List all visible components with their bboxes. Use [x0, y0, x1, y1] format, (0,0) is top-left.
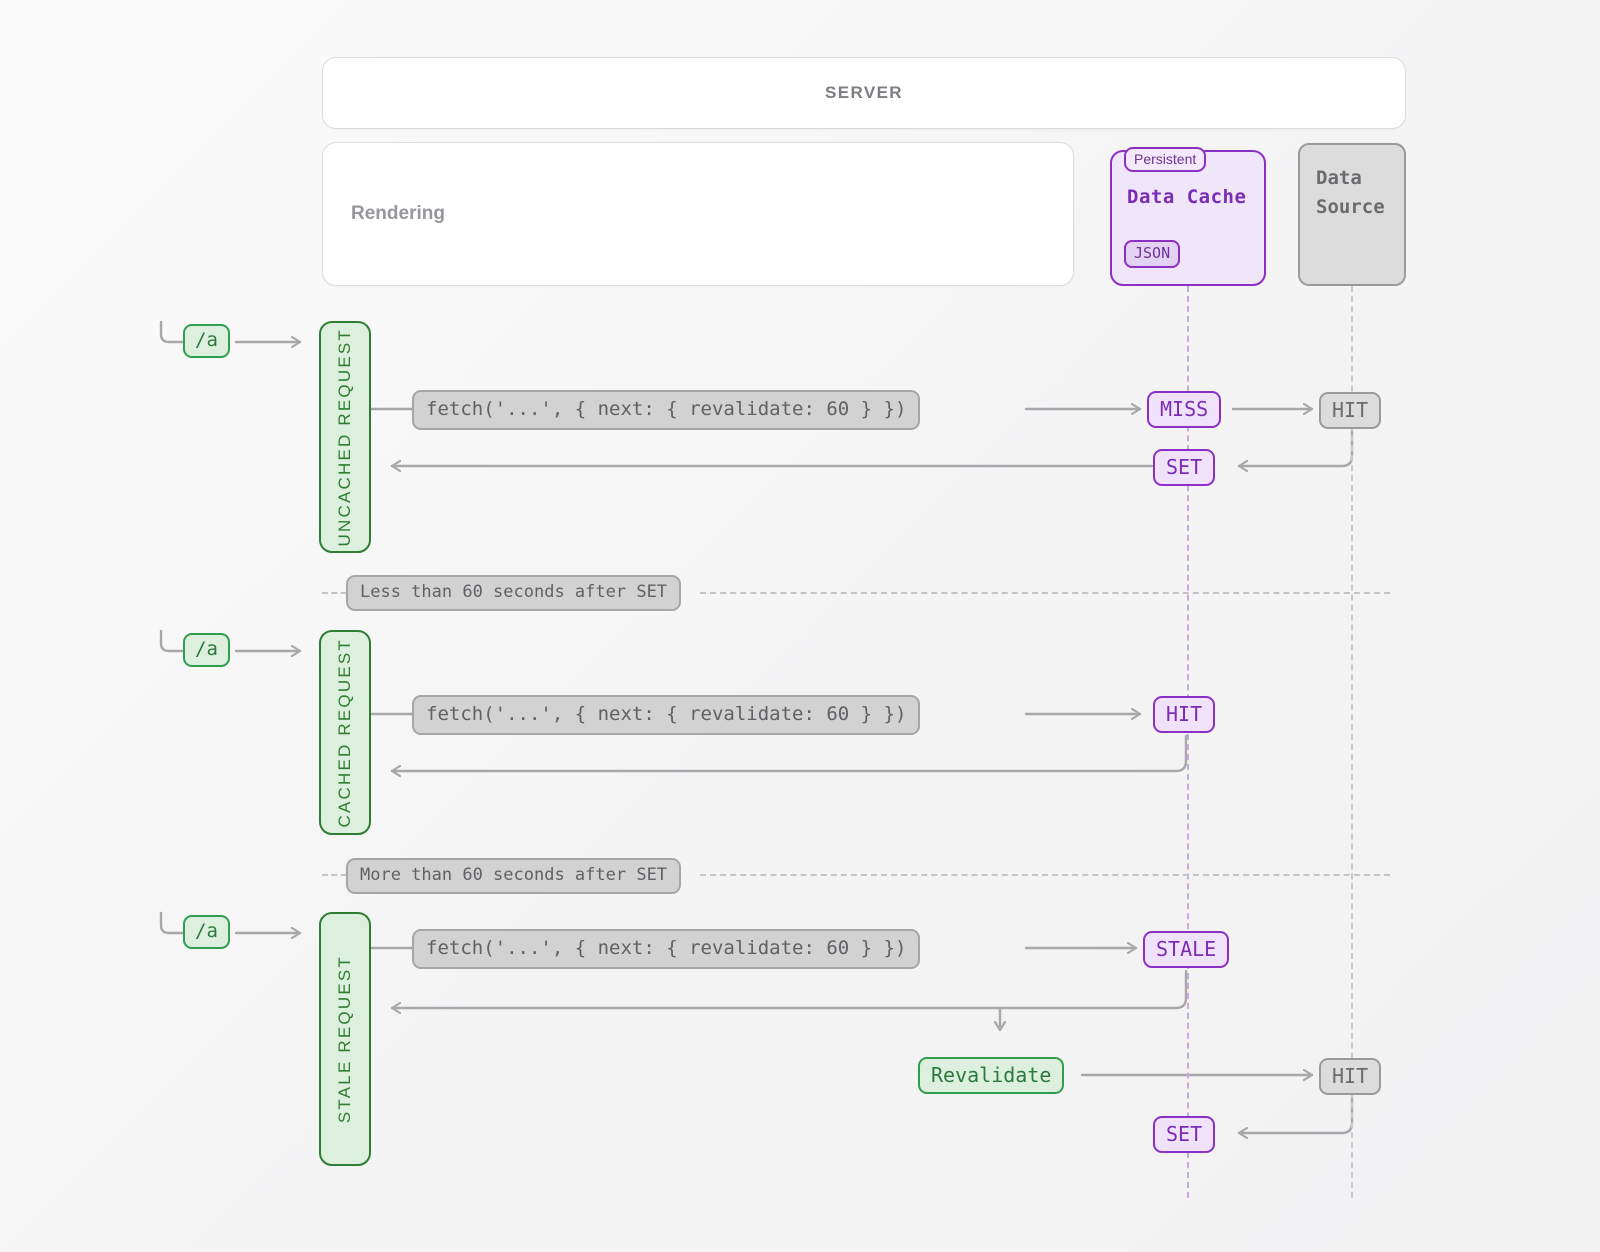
rendering-panel: Rendering [322, 142, 1074, 286]
json-badge: JSON [1124, 240, 1181, 269]
route-chip-uncached[interactable]: /a [183, 324, 230, 358]
badge-cache-set-stale: SET [1153, 1116, 1216, 1153]
data-cache-lifeline [1187, 286, 1189, 1198]
code-pill-uncached: fetch('...', { next: { revalidate: 60 } … [412, 390, 921, 430]
rendering-label: Rendering [351, 203, 445, 224]
entry-curve-2 [159, 629, 185, 653]
arrow-source-hit-to-set [1237, 428, 1354, 466]
entry-curve-3 [159, 911, 185, 935]
server-title: SERVER [824, 83, 903, 102]
badge-cache-hit: HIT [1153, 696, 1216, 733]
arrow-cache-hit-to-bar-2 [390, 734, 1188, 771]
request-bar-label-cached: CACHED REQUEST [335, 637, 354, 828]
badge-source-hit-stale: HIT [1319, 1058, 1382, 1095]
arrow-stale-to-bar-3 [390, 969, 1188, 1008]
request-bar-cached: CACHED REQUEST [319, 630, 371, 835]
route-chip-stale[interactable]: /a [183, 915, 230, 949]
request-bar-label-uncached: UNCACHED REQUEST [335, 327, 354, 547]
request-bar-uncached: UNCACHED REQUEST [319, 321, 371, 553]
data-source-line2: Source [1316, 196, 1385, 219]
badge-cache-set-uncached: SET [1153, 449, 1216, 486]
data-cache-title: Data Cache [1127, 186, 1247, 208]
data-source-line1: Data [1316, 167, 1362, 189]
badge-cache-stale: STALE [1143, 931, 1230, 968]
route-chip-cached[interactable]: /a [183, 633, 230, 667]
request-bar-label-stale: STALE REQUEST [335, 954, 354, 1124]
badge-revalidate: Revalidate [918, 1057, 1065, 1094]
divider-line-left-1 [322, 592, 356, 594]
badge-source-hit-uncached: HIT [1319, 392, 1382, 429]
divider-label-less: Less than 60 seconds after SET [346, 575, 682, 612]
request-bar-stale: STALE REQUEST [319, 912, 371, 1166]
divider-label-more: More than 60 seconds after SET [346, 858, 682, 895]
divider-line-right-2 [700, 874, 1390, 876]
data-source-lifeline [1351, 286, 1353, 1198]
server-panel: SERVER [322, 57, 1406, 129]
badge-cache-miss: MISS [1147, 391, 1222, 428]
persistent-badge: Persistent [1124, 147, 1207, 173]
code-pill-cached: fetch('...', { next: { revalidate: 60 } … [412, 695, 921, 735]
entry-curve-1 [159, 320, 185, 344]
divider-line-left-2 [322, 874, 356, 876]
code-pill-stale: fetch('...', { next: { revalidate: 60 } … [412, 929, 921, 969]
divider-line-right-1 [700, 592, 1390, 594]
arrow-source-hit-to-set-2 [1237, 1094, 1354, 1133]
